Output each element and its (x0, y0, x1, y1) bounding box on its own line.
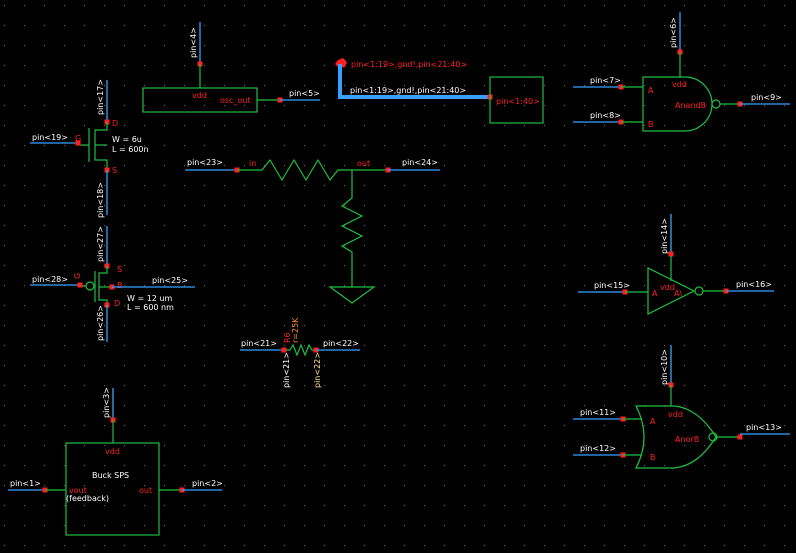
pin-7-label: pin<7> (590, 76, 621, 85)
buck-feedback-label: (feedback) (66, 494, 109, 503)
buck-out-label: out (139, 486, 152, 495)
pmos-transistor[interactable]: pin<27> S pin<28> G B pin<25> D W = 12 u… (30, 226, 195, 342)
bus-connector-label: pin<1:40> (496, 97, 540, 106)
buck-sps-block[interactable]: pin<3> vdd Buck SPS vout (feedback) out … (8, 387, 223, 536)
nmos-d-label: D (112, 119, 118, 128)
nor-gate-anorb[interactable]: pin<10> vdd A B AnorB pin<11> pin<12> pi… (573, 345, 790, 469)
nmos-transistor[interactable]: pin<17> D pin<19> G W = 6u L = 600n S pi… (30, 79, 149, 218)
pin-8-label: pin<8> (590, 111, 621, 120)
pin-3-label: pin<3> (102, 387, 111, 418)
pin-26-label: pin<26> (96, 305, 105, 341)
pin-10-label: pin<10> (660, 349, 669, 385)
nmos-s-label: S (112, 166, 117, 175)
pin-12-label: pin<12> (580, 444, 616, 453)
pin-13-label: pin<13> (746, 423, 782, 432)
pin-25-label: pin<25> (152, 276, 188, 285)
pin-24-label: pin<24> (402, 158, 438, 167)
and-a-label: A (648, 86, 654, 95)
pin-4-label: pin<4> (189, 27, 198, 58)
pin-22-label: pin<22> (323, 339, 359, 348)
buck-vout-label: vout (69, 486, 87, 495)
r6-name-label: R6 (283, 332, 292, 343)
nor-a-label: A (650, 417, 656, 426)
buck-title: Buck SPS (92, 471, 129, 480)
pin-23-label: pin<23> (187, 158, 223, 167)
nor-b-label: B (650, 453, 656, 462)
nor-vdd-label: vdd (668, 410, 683, 419)
pin-11-label: pin<11> (580, 408, 616, 417)
buck-vdd-label: vdd (105, 447, 120, 456)
small-resistor-r6[interactable]: pin<21> R6 r=25K pin<21> pin<22> pin<22> (240, 317, 360, 388)
osc-vdd-label: vdd (192, 91, 207, 100)
and-b-label: B (648, 120, 654, 129)
pin-16-label: pin<16> (736, 280, 772, 289)
inv-name-label: A\ (674, 289, 682, 298)
osc-out-label: osc_out (220, 96, 251, 105)
pin-2-label: pin<2> (192, 479, 223, 488)
resistor-network[interactable]: pin<23> in out pin<24> (185, 158, 440, 304)
resistor-in-label: in (249, 159, 256, 168)
inv-a-label: A (652, 289, 658, 298)
nmos-g-label: G (75, 134, 81, 143)
pmos-w-label: W = 12 um (127, 294, 172, 303)
nor-name-label: AnorB (675, 435, 699, 444)
resistor-out-label: out (357, 159, 370, 168)
pmos-d-label: D (114, 299, 120, 308)
pin-17-label: pin<17> (96, 79, 105, 115)
pin-21-label: pin<21> (241, 339, 277, 348)
pin-18-label: pin<18> (96, 182, 105, 218)
pmos-s-label: S (117, 265, 122, 274)
pin-15-label: pin<15> (594, 281, 630, 290)
pmos-b-label: B (117, 281, 123, 290)
pmos-l-label: L = 600 nm (127, 303, 174, 312)
r6-pin-22-label: pin<22> (313, 352, 322, 388)
inv-vdd-label: vdd (660, 283, 675, 292)
pin-9-label: pin<9> (751, 93, 782, 102)
pin-6-label: pin<6> (669, 17, 678, 48)
r6-value-label: r=25K (291, 317, 300, 343)
and-name-label: AnandB (675, 101, 706, 110)
r6-pin-21-label: pin<21> (282, 352, 291, 388)
pin-27-label: pin<27> (96, 226, 105, 262)
bus-top-label: pin<1:19>,gnd!,pin<21:40> (351, 60, 467, 69)
inverter-gate[interactable]: pin<14> vdd A A\ pin<15> pin<16> (578, 214, 774, 315)
pin-1-label: pin<1> (10, 479, 41, 488)
pin-14-label: pin<14> (660, 218, 669, 254)
and-gate-anandb[interactable]: pin<6> vdd A B AnandB pin<7> pin<8> pin<… (573, 12, 790, 132)
pin-5-label: pin<5> (289, 89, 320, 98)
pin-19-label: pin<19> (32, 133, 68, 142)
grid-dots (4, 5, 786, 547)
nmos-l-label: L = 600n (112, 145, 149, 154)
bus-net[interactable]: pin<1:19>,gnd!,pin<21:40> pin<1:19>,gnd!… (335, 58, 544, 124)
bus-lower-label: pin<1:19>,gnd!,pin<21:40> (350, 86, 466, 95)
oscillator-instance[interactable]: pin<4> vdd osc_out pin<5> (142, 22, 320, 113)
pmos-g-label: G (73, 273, 82, 279)
nmos-w-label: W = 6u (112, 135, 142, 144)
pin-28-label: pin<28> (32, 275, 68, 284)
and-vdd-label: vdd (672, 80, 687, 89)
